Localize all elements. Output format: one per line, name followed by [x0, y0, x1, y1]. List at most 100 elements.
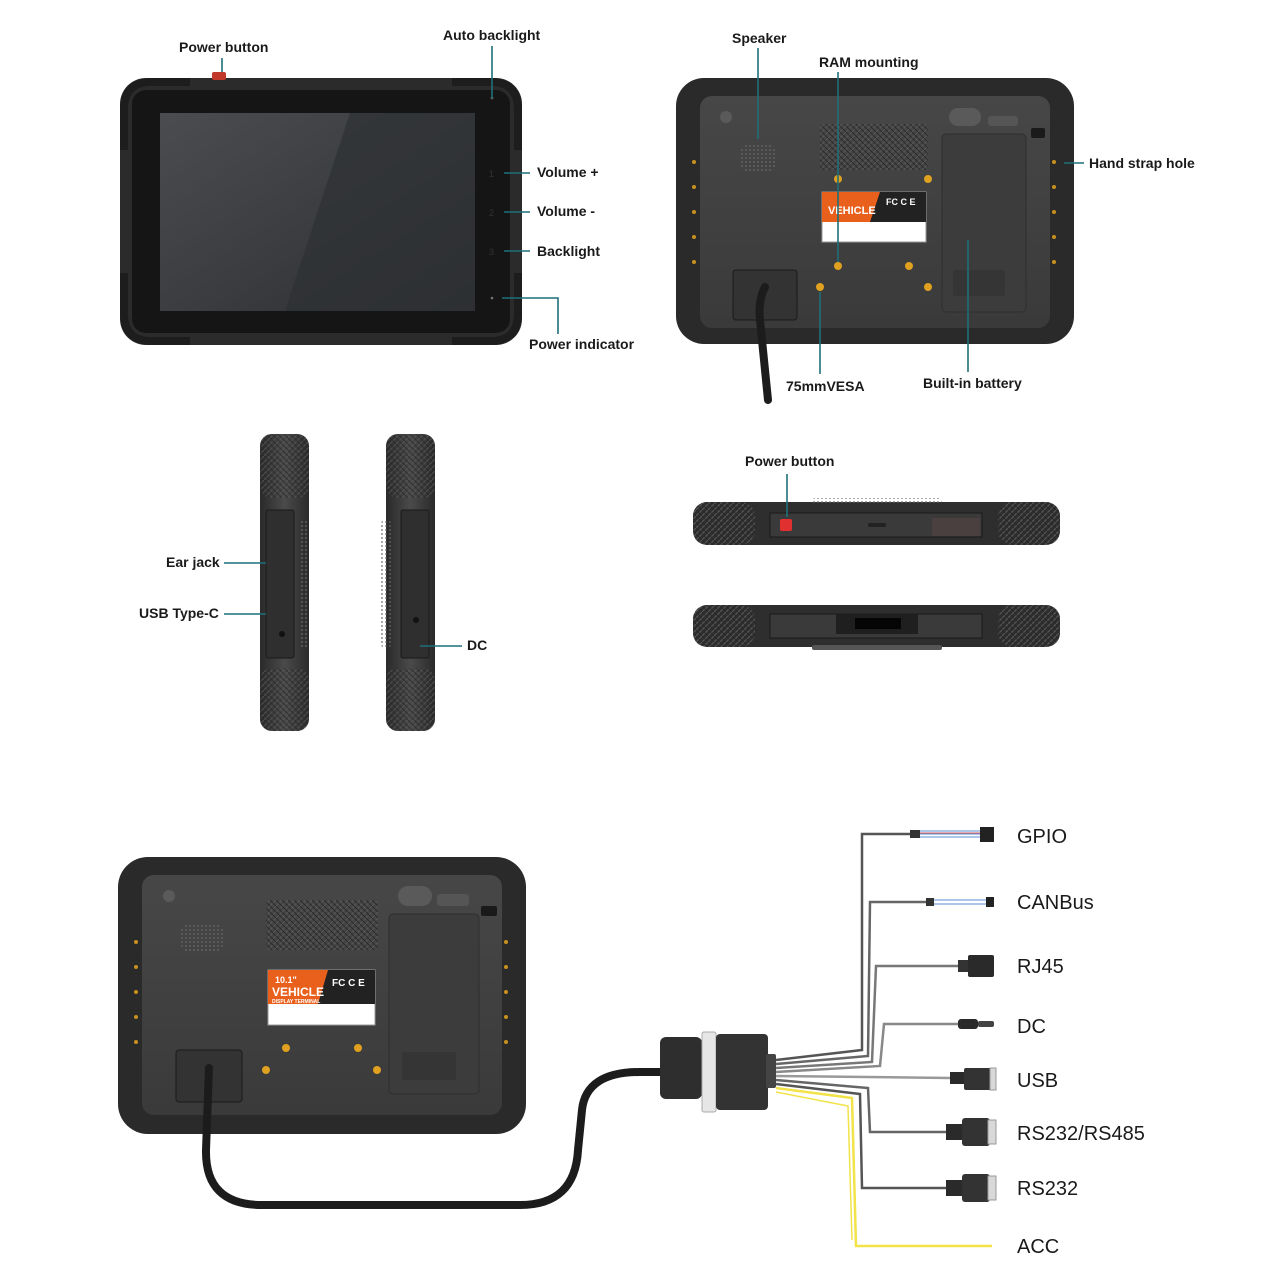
wire-canbus	[775, 900, 926, 1066]
wire-acc	[775, 1086, 992, 1248]
connector-labels: GPIO CANBus RJ45 DC USB RS232/RS485 RS23…	[1017, 826, 1145, 1258]
cable-back-speaker	[181, 924, 223, 952]
breakout-wires	[775, 832, 992, 1248]
callout-hand-strap: Hand strap hole	[1089, 155, 1195, 171]
label-acc: ACC	[1017, 1236, 1059, 1258]
cable-back-label-title: VEHICLE	[272, 985, 324, 999]
cable-back-battery	[388, 913, 480, 1095]
callout-top-power-button: Power button	[745, 453, 834, 469]
back-view: VEHICLE FC C E Speaker RAM mounting Hand…	[676, 30, 1195, 404]
rj45-plug	[958, 955, 994, 977]
lead-power-indicator	[502, 297, 559, 334]
top-edge-indicator	[932, 518, 980, 536]
cable-screw-1	[282, 1044, 290, 1052]
vent-mesh	[820, 124, 928, 170]
bottom-edge-port-inner	[855, 618, 901, 629]
wire-dc	[775, 1022, 958, 1074]
left-side-panel	[265, 509, 295, 659]
left-side-view: Ear jack USB Type-C	[139, 434, 309, 731]
cable-back-camera-ring	[163, 890, 175, 902]
rs232-plug	[946, 1174, 997, 1202]
right-side-port	[413, 617, 419, 623]
edge-screws	[692, 160, 1056, 264]
top-edge-view: Power button	[693, 453, 1060, 545]
bottom-edge-view	[693, 605, 1060, 650]
right-side-bottom-bumper	[386, 668, 435, 731]
battery-cover-slot	[953, 270, 1005, 296]
strap-hole	[1031, 128, 1045, 138]
callout-usb-type-c: USB Type-C	[139, 605, 219, 621]
label-dc: DC	[1017, 1016, 1046, 1038]
back-label-orange	[822, 192, 880, 222]
callout-volume-down: Volume -	[537, 203, 595, 219]
cable-back-vent	[266, 900, 378, 950]
label-canbus: CANBus	[1017, 892, 1094, 914]
battery-cover	[941, 133, 1027, 313]
back-camera-ring	[720, 111, 732, 123]
speaker-grille	[739, 145, 777, 171]
db-connector-body-right	[716, 1034, 768, 1110]
wire-rs232-485	[775, 1078, 946, 1134]
db-connector-shell	[766, 1054, 776, 1088]
callout-power-indicator: Power indicator	[529, 336, 635, 352]
vesa-screw-1	[816, 283, 824, 291]
right-side-top-bumper	[386, 434, 435, 498]
key-number-3: 3	[489, 247, 494, 257]
label-usb: USB	[1017, 1070, 1058, 1092]
front-bumper-tr	[452, 78, 522, 150]
ram-screw-3	[834, 262, 842, 270]
callout-ear-jack: Ear jack	[166, 554, 220, 570]
callout-volume-up: Volume +	[537, 164, 599, 180]
top-edge-power-button	[780, 519, 792, 531]
gpio-plug	[910, 827, 994, 842]
wire-rj45	[775, 964, 958, 1070]
rs232-485-plug	[946, 1118, 997, 1146]
wire-usb	[775, 1074, 951, 1080]
key-number-2: 2	[489, 208, 494, 218]
main-cable	[201, 1064, 669, 1209]
cable-back-label-size: 10.1"	[275, 975, 297, 985]
front-bumper-br	[452, 273, 522, 345]
cable-screw-2	[354, 1044, 362, 1052]
power-indicator-led	[490, 296, 494, 300]
key-number-1: 1	[489, 169, 494, 179]
callout-auto-backlight: Auto backlight	[443, 27, 541, 43]
top-edge-bumper-right	[998, 502, 1060, 545]
callout-battery: Built-in battery	[923, 375, 1022, 391]
cable-back-label-subtitle: DISPLAY TERMINAL	[272, 999, 320, 1005]
wire-gpio	[775, 832, 912, 1062]
bottom-edge-foot	[812, 645, 942, 650]
callout-backlight: Backlight	[537, 243, 600, 259]
bottom-edge-bumper-left	[693, 605, 755, 647]
top-edge-bumper-left	[693, 502, 755, 545]
top-edge-rib	[812, 498, 942, 504]
back-label-title: VEHICLE	[828, 205, 876, 217]
bottom-edge-bumper-right	[998, 605, 1060, 647]
cable-back-battery-slot	[402, 1052, 456, 1080]
cable-back-edge-screws	[134, 940, 508, 1044]
callout-speaker: Speaker	[732, 30, 787, 46]
label-rs232-485: RS232/RS485	[1017, 1123, 1145, 1145]
vesa-screw-2	[924, 283, 932, 291]
left-side-bottom-bumper	[260, 668, 309, 731]
cable-back-label-orange	[268, 970, 328, 1004]
camera-module	[949, 108, 981, 126]
wire-rs232	[775, 1082, 946, 1190]
ram-screw-4	[905, 262, 913, 270]
callout-ram-mounting: RAM mounting	[819, 54, 919, 70]
front-view: 1 2 3 Power button Auto backlight Volume…	[120, 27, 635, 352]
left-side-rib	[300, 520, 309, 648]
right-side-panel	[400, 509, 430, 659]
label-rj45: RJ45	[1017, 956, 1064, 978]
db-connector-band	[701, 1031, 717, 1113]
cable-back-label-certs: FC C E	[332, 978, 365, 989]
top-edge-slot	[868, 523, 886, 527]
right-side-view: DC	[381, 434, 487, 731]
left-side-port	[279, 631, 285, 637]
cable-back-strap	[481, 906, 497, 916]
cable-back-view: 10.1" VEHICLE DISPLAY TERMINAL FC C E	[118, 857, 526, 1134]
front-bumper-bl	[120, 273, 190, 345]
db-connector-body-left	[660, 1037, 702, 1099]
connector-heads	[910, 827, 997, 1202]
